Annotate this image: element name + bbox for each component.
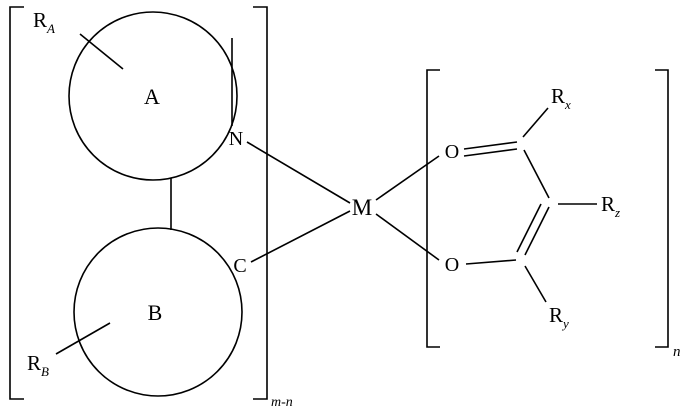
left-complex-open-bracket <box>9 6 24 400</box>
substituent-ry-label: Ry <box>549 303 569 331</box>
rx-subscript: x <box>564 97 571 112</box>
left-complex-multiplicity: m-n <box>271 395 293 410</box>
ra-base: R <box>33 8 47 32</box>
ring-a-label: A <box>144 84 160 109</box>
bond-c-to-m <box>250 210 351 263</box>
metal-label: M <box>352 195 372 220</box>
substituent-rx-label: Rx <box>551 84 571 112</box>
bond-m-to-o-top <box>375 155 440 201</box>
oxygen-top-label: O <box>445 141 459 163</box>
bond-to-ry <box>524 265 547 303</box>
left-complex-close-bracket <box>253 6 268 400</box>
ring-b-circle <box>73 227 243 397</box>
rb-base: R <box>27 351 41 375</box>
bond-o-bottom <box>465 259 517 265</box>
rx-base: R <box>551 84 565 108</box>
right-complex-close-bracket <box>655 69 669 348</box>
carbon-label: C <box>233 255 246 277</box>
ring-b-label: B <box>148 300 163 325</box>
bond-top-to-central-vertex <box>523 149 550 199</box>
bond-to-rx <box>522 107 549 138</box>
nitrogen-label: N <box>229 128 243 150</box>
bond-m-to-o-bottom <box>375 213 440 261</box>
rz-base: R <box>601 192 615 216</box>
rz-subscript: z <box>614 205 620 220</box>
oxygen-bottom-label: O <box>445 254 459 276</box>
ring-a-circle <box>68 11 238 181</box>
ry-subscript: y <box>561 316 569 331</box>
substituent-rz-label: Rz <box>601 192 620 220</box>
bond-ra-to-ring-a <box>79 33 124 70</box>
bond-n-to-m <box>246 141 351 204</box>
double-bond-cc-line2 <box>516 203 542 253</box>
ry-base: R <box>549 303 563 327</box>
ra-subscript: A <box>46 21 55 36</box>
bond-rb-to-ring-b <box>55 322 111 355</box>
substituent-ra-label: RA <box>33 8 55 36</box>
double-bond-o-top-line1 <box>463 141 518 150</box>
double-bond-o-top-line2 <box>463 148 518 157</box>
substituent-rb-label: RB <box>27 351 49 379</box>
right-complex-open-bracket <box>426 69 440 348</box>
right-complex-multiplicity: n <box>673 344 681 360</box>
double-bond-cc-line1 <box>524 206 550 256</box>
rb-subscript: B <box>41 364 49 379</box>
